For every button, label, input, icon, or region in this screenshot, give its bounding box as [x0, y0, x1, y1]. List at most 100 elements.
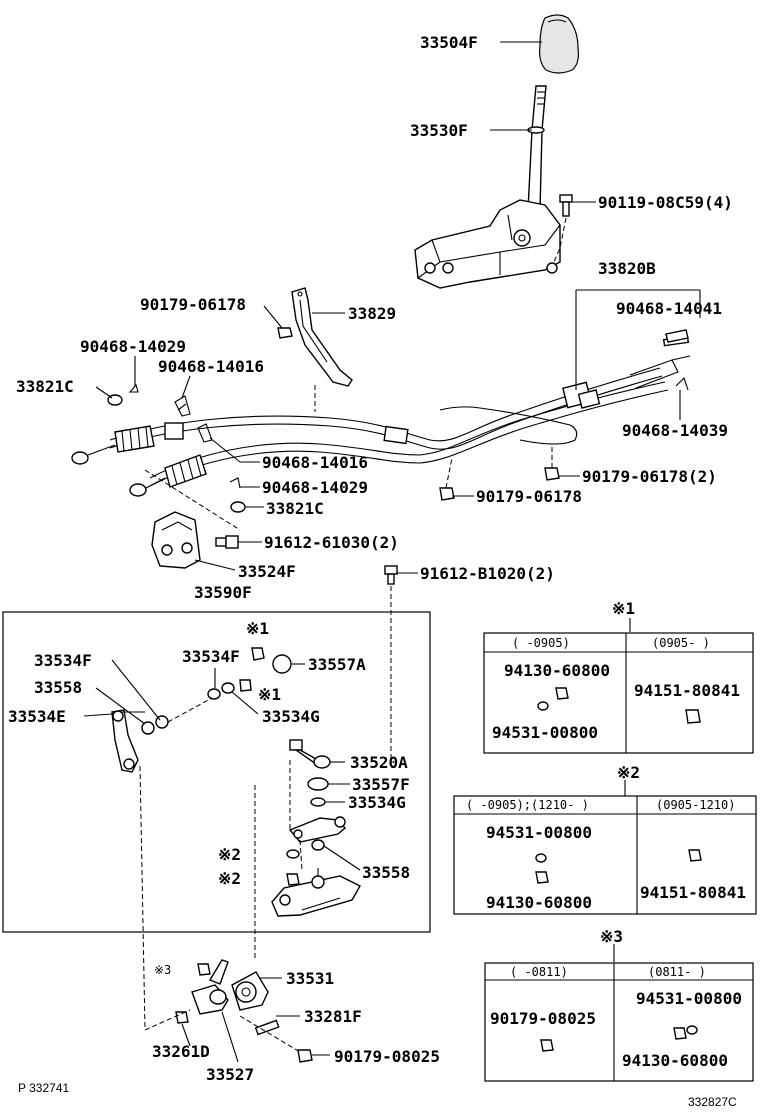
label-33504F: 33504F	[420, 33, 478, 52]
note-table-2-c1-bottom: 94130-60800	[486, 893, 592, 912]
note-table-3-c2-bottom: 94130-60800	[622, 1051, 728, 1070]
lever-33534E-drawing	[111, 709, 145, 773]
label-33530F: 33530F	[410, 121, 468, 140]
nut-mark2b-drawing	[286, 873, 300, 886]
note-table-2-c2: 94151-80841	[640, 883, 746, 902]
label-33520A: 33520A	[350, 753, 408, 772]
note-table-2-col1-header: ( -0905);(1210- )	[466, 798, 589, 812]
nut-90179-06178a-drawing	[277, 327, 293, 339]
label-33534G-b: 33534G	[348, 793, 406, 812]
label-91612-61030: 91612-61030(2)	[264, 533, 399, 552]
label-90179-06178-a: 90179-06178	[140, 295, 246, 314]
bushing-33558a-drawing	[141, 721, 155, 735]
washer-33534Gb-drawing	[310, 797, 326, 807]
note-table-3-col1-header: ( -0811)	[510, 965, 568, 979]
mark-1-a: ※1	[246, 619, 269, 638]
bracket-33829-drawing	[291, 287, 353, 387]
shift-bracket-base-drawing	[271, 868, 361, 917]
washer-mark2a-drawing	[286, 849, 300, 859]
label-33558-a: 33558	[34, 678, 82, 697]
note-table-1-c1-top: 94130-60800	[504, 661, 610, 680]
note-table-2: ※2 ( -0905);(1210- ) (0905-1210) 94531-0…	[453, 763, 757, 915]
washer-33534Ga-drawing	[221, 682, 235, 694]
nut-90179-06178b-drawing	[439, 487, 455, 501]
lever-33527-drawing	[191, 959, 229, 1015]
nut-33261D-drawing	[175, 1011, 189, 1024]
clip-90468-14029b-drawing	[229, 477, 241, 489]
figure-reference-right: 332827C	[688, 1095, 737, 1109]
mark-2-a: ※2	[218, 845, 241, 864]
subassembly-33590F-frame	[2, 611, 431, 933]
note-table-3-c2-top: 94531-00800	[636, 989, 742, 1008]
note-table-2-mark: ※2	[617, 763, 640, 782]
bushing-33557F-drawing	[307, 777, 329, 791]
note-table-1-col1-header: ( -0905)	[512, 636, 570, 650]
shift-lever-drawing	[527, 85, 547, 211]
clip-90468-14041-drawing	[665, 329, 689, 343]
link-33520A-drawing	[289, 739, 331, 769]
label-33534E: 33534E	[8, 707, 66, 726]
cable-end-lower-drawing	[129, 454, 207, 497]
label-33821C-a: 33821C	[16, 377, 74, 396]
mark-2-b: ※2	[218, 869, 241, 888]
note-table-1: ※1 ( -0905) (0905- ) 94130-60800 94531-0…	[483, 599, 754, 754]
nut-mark1-drawing	[251, 647, 265, 661]
note-table-2-col2-header: (0905-1210)	[656, 798, 735, 812]
clip-90468-14029a-drawing	[128, 383, 139, 393]
washer-33821C-b-drawing	[230, 501, 246, 513]
label-33558-b: 33558	[362, 863, 410, 882]
nut-mark1b-drawing	[239, 679, 252, 692]
label-33261D: 33261D	[152, 1042, 210, 1061]
label-90468-14016-b: 90468-14016	[262, 453, 368, 472]
bolt-91612-B1020-drawing	[384, 565, 398, 585]
clip-90468-14039-drawing	[675, 376, 689, 391]
nut-mark3-drawing	[197, 963, 211, 976]
label-33829: 33829	[348, 304, 396, 323]
plate-33531-drawing	[231, 971, 269, 1011]
label-33590F: 33590F	[194, 583, 252, 602]
bracket-33524F-drawing	[151, 511, 201, 569]
note-table-1-c1-bottom: 94531-00800	[492, 723, 598, 742]
shift-knob-drawing	[539, 14, 579, 74]
bushing-33558b-drawing	[311, 839, 325, 851]
clip-33557A-drawing	[272, 654, 292, 674]
label-33820B: 33820B	[598, 259, 656, 278]
label-90468-14029-b: 90468-14029	[262, 478, 368, 497]
note-table-1-mark: ※1	[612, 599, 635, 618]
clip-90468-14016b-drawing	[197, 423, 213, 443]
label-90468-14016-a: 90468-14016	[158, 357, 264, 376]
bolt-91612-61030-drawing	[215, 535, 239, 549]
note-table-1-c2: 94151-80841	[634, 681, 740, 700]
label-33281F: 33281F	[304, 1007, 362, 1026]
nut-90179-06178-2-drawing	[544, 467, 560, 481]
label-33557F: 33557F	[352, 775, 410, 794]
label-33557A: 33557A	[308, 655, 366, 674]
cable-end-upper-drawing	[71, 422, 184, 465]
label-33534F-a: 33534F	[34, 651, 92, 670]
label-91612-B1020: 91612-B1020(2)	[420, 564, 555, 583]
note-table-2-c1-top: 94531-00800	[486, 823, 592, 842]
label-90468-14039: 90468-14039	[622, 421, 728, 440]
nut-90179-08025-drawing	[297, 1049, 313, 1063]
selector-lever-drawing	[288, 816, 346, 843]
label-33531: 33531	[286, 969, 334, 988]
mark-3-a: ※3	[154, 963, 171, 977]
pin-33281F-drawing	[254, 1019, 280, 1036]
label-33534F-b: 33534F	[182, 647, 240, 666]
mark-1-b: ※1	[258, 685, 281, 704]
label-90179-06178-2: 90179-06178(2)	[582, 467, 717, 486]
note-table-3-col2-header: (0811- )	[648, 965, 706, 979]
bolt-90119-drawing	[559, 194, 573, 217]
label-90179-06178-b: 90179-06178	[476, 487, 582, 506]
washer-33534Fb-drawing	[207, 688, 221, 700]
label-33534G-a: 33534G	[262, 707, 320, 726]
leader-lines	[83, 41, 701, 1063]
shift-cable-assembly-drawing	[109, 367, 669, 487]
label-90468-14041: 90468-14041	[616, 299, 722, 318]
note-table-1-col2-header: (0905- )	[652, 636, 710, 650]
shift-lever-housing-drawing	[414, 199, 561, 289]
label-90179-08025: 90179-08025	[334, 1047, 440, 1066]
label-90468-14029-a: 90468-14029	[80, 337, 186, 356]
figure-reference-left: P 332741	[18, 1081, 69, 1095]
label-33821C-b: 33821C	[266, 499, 324, 518]
